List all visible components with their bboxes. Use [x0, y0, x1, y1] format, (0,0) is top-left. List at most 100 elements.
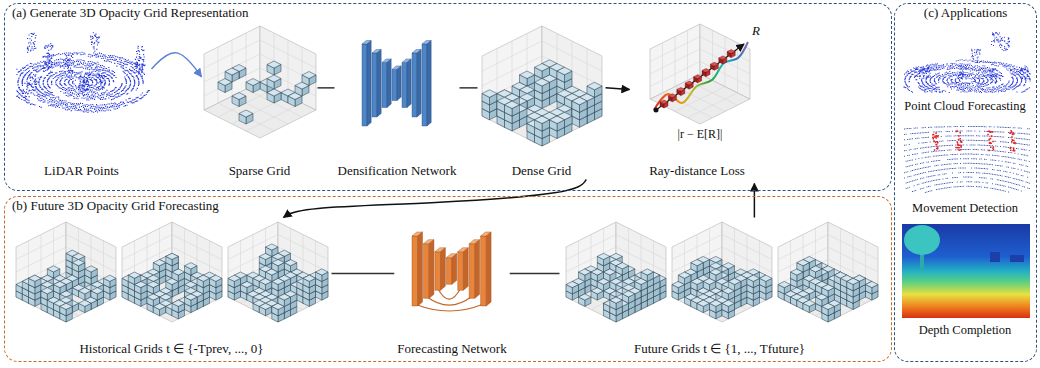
voxel-face: [604, 269, 617, 275]
voxel-cube: [239, 110, 253, 124]
voxel-face: [147, 281, 160, 287]
voxel-cube: [616, 263, 629, 276]
voxel-face: [232, 93, 246, 100]
voxel-cube: [147, 281, 160, 294]
voxel-cube: [267, 89, 281, 103]
voxel-face: [85, 266, 98, 272]
voxel-cube: [147, 294, 160, 307]
voxel-face: [266, 244, 279, 250]
voxel-face: [535, 116, 550, 124]
voxel-cube: [91, 288, 104, 301]
voxel-face: [128, 272, 141, 278]
sparse-grid: [204, 26, 316, 138]
voxel-face: [197, 275, 210, 281]
voxel-face: [566, 281, 579, 287]
voxel-cube: [579, 294, 592, 307]
voxel-cube: [266, 244, 279, 257]
voxel-cube: [520, 71, 535, 86]
grid-lines: [204, 33, 316, 131]
voxel-face: [482, 90, 497, 98]
voxel-face: [535, 79, 550, 87]
voxel-cube: [166, 253, 179, 265]
voxel-cube: [278, 294, 291, 307]
voxel-cube: [259, 303, 272, 316]
voxel-face: [597, 253, 610, 259]
grid-floor: [16, 272, 116, 322]
voxel-face: [160, 294, 173, 300]
voxel-cube: [29, 275, 42, 288]
voxel-face: [228, 275, 241, 281]
voxel-face: [60, 303, 73, 309]
voxel-face: [641, 269, 654, 275]
voxel-cube: [267, 61, 281, 75]
voxel-cube: [172, 300, 185, 313]
voxel-face: [41, 281, 54, 287]
voxel-face: [259, 303, 272, 309]
voxel-face: [225, 68, 239, 75]
voxel-face: [579, 294, 592, 300]
voxel-face: [147, 275, 160, 281]
voxel-face: [710, 256, 723, 262]
historical-grid: [228, 222, 328, 322]
voxel-face: [616, 263, 629, 269]
voxel-cube: [267, 75, 281, 89]
voxel-cube: [641, 269, 654, 282]
grid-floor: [482, 86, 602, 146]
voxel-cube: [172, 269, 185, 282]
grid-lines: [672, 228, 772, 315]
voxel-cube: [597, 253, 610, 265]
voxel-face: [185, 294, 198, 300]
voxel-face: [91, 288, 104, 294]
voxel-face: [267, 89, 281, 96]
voxel-cube: [85, 266, 98, 279]
voxel-cube: [579, 269, 592, 282]
voxel-face: [610, 297, 623, 303]
future-grid: [672, 222, 772, 322]
voxel-face: [185, 281, 198, 287]
voxel-cube: [604, 269, 617, 282]
voxel-face: [267, 75, 281, 82]
voxel-face: [572, 97, 587, 105]
voxel-cube: [302, 72, 316, 86]
voxel-face: [41, 288, 54, 294]
grid-wall: [204, 26, 260, 110]
voxel-cube: [104, 275, 117, 288]
voxel-face: [579, 269, 592, 275]
voxel-cube: [210, 275, 223, 288]
voxel-face: [587, 82, 602, 90]
dense-grid: [482, 26, 602, 146]
voxel-cube: [557, 67, 572, 82]
voxel-face: [54, 281, 67, 287]
voxel-cube: [535, 116, 550, 131]
voxel-face: [172, 269, 185, 275]
voxel-face: [550, 116, 565, 124]
voxel-face: [246, 79, 260, 86]
voxel-cube: [128, 272, 141, 285]
voxel-face: [622, 291, 635, 297]
grid-wall: [542, 26, 602, 116]
future-grid: [566, 222, 666, 322]
grid-wall: [672, 222, 722, 297]
voxel-cube: [505, 101, 520, 116]
voxel-cube: [535, 64, 550, 79]
voxel-face: [29, 275, 42, 281]
voxel-face: [505, 101, 520, 109]
voxel-face: [267, 61, 281, 68]
voxel-cube: [79, 300, 92, 313]
voxel-cube: [54, 281, 67, 294]
voxel-face: [79, 300, 92, 306]
voxel-face: [272, 260, 285, 266]
voxel-cube: [153, 260, 166, 273]
voxel-cube: [482, 90, 497, 105]
voxel-face: [79, 288, 92, 294]
grid-lines: [566, 228, 666, 315]
voxel-cube: [622, 291, 635, 304]
voxel-face: [104, 275, 117, 281]
lidar-points: [16, 32, 150, 113]
grid-lines: [16, 228, 116, 315]
voxel-cube: [303, 275, 316, 288]
voxel-face: [72, 260, 85, 266]
voxel-cube: [535, 79, 550, 94]
voxel-cube: [185, 294, 198, 307]
